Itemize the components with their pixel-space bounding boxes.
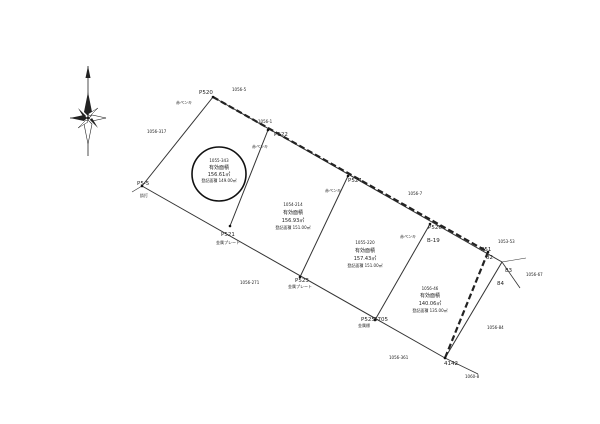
compass-rose-icon bbox=[70, 66, 107, 156]
point-label: P523 bbox=[295, 278, 309, 284]
point-label: 84 bbox=[497, 281, 504, 287]
neighbor-parcel: 1060-8 bbox=[465, 374, 480, 379]
neighbor-parcel: 1056-7 bbox=[408, 191, 423, 196]
lot-parcel-no: 1054-214 bbox=[283, 202, 303, 207]
lot-area: 156.61㎡ bbox=[208, 171, 231, 178]
point-label: B-19 bbox=[427, 238, 440, 244]
point-label: P525 bbox=[361, 317, 375, 323]
lot-1: 1055-343 有効面積 156.61㎡ 登記面積 149.00㎡ bbox=[201, 158, 236, 183]
lot-type: 有効面積 bbox=[283, 209, 303, 216]
point-label: P524 bbox=[348, 178, 362, 184]
marker-note: 鋲打 bbox=[140, 192, 148, 198]
lot-registered: 登記面積 151.00㎡ bbox=[347, 262, 382, 268]
lot-4: 1056-46 有効面積 140.06㎡ 登記面積 135.00㎡ bbox=[412, 286, 447, 313]
lot-parcel-no: 1055-220 bbox=[355, 240, 375, 245]
point-label: P526 bbox=[428, 225, 442, 231]
lot-type: 有効面積 bbox=[420, 292, 440, 299]
marker-note: 赤ペンキ bbox=[176, 99, 192, 105]
point-label: P5-5 bbox=[137, 181, 150, 187]
lot-3: 1055-220 有効面積 157.43㎡ 登記面積 151.00㎡ bbox=[347, 240, 382, 268]
neighbor-parcel: 1056-67 bbox=[526, 272, 543, 277]
neighbor-parcel: 1056-271 bbox=[240, 280, 260, 285]
lot-area: 157.43㎡ bbox=[354, 255, 377, 262]
point-label: 83 bbox=[505, 268, 512, 274]
lot-parcel-no: 1055-343 bbox=[209, 158, 229, 163]
marker-note: 赤ペンキ bbox=[325, 187, 341, 193]
marker-note: 金属プレート bbox=[216, 239, 240, 245]
point-label: P521 bbox=[221, 232, 235, 238]
point-label: 4142 bbox=[444, 361, 458, 367]
lot-registered: 登記面積 149.00㎡ bbox=[201, 177, 236, 183]
neighbor-parcel: 1056-317 bbox=[147, 129, 167, 134]
highlight-circle bbox=[191, 146, 247, 202]
marker-note: 赤ペンキ bbox=[252, 143, 268, 149]
parcel-boundary bbox=[131, 96, 527, 375]
point-label: P520 bbox=[199, 90, 213, 96]
neighbor-parcel: 1056-5 bbox=[232, 87, 247, 92]
neighbor-parcel: 1056-1 bbox=[258, 119, 273, 124]
marker-note: 金属プレート bbox=[288, 283, 312, 289]
lot-area: 156.93㎡ bbox=[282, 217, 305, 224]
lot-registered: 登記面積 151.00㎡ bbox=[275, 224, 310, 230]
point-label: P522 bbox=[274, 132, 288, 138]
stake-id: 5705 bbox=[374, 317, 388, 323]
neighbor-parcel: 1056-84 bbox=[487, 325, 504, 330]
lot-2: 1054-214 有効面積 156.93㎡ 登記面積 151.00㎡ bbox=[275, 202, 310, 230]
marker-note: 赤ペンキ bbox=[400, 233, 416, 239]
lot-registered: 登記面積 135.00㎡ bbox=[412, 307, 447, 313]
marker-note: 金属標 bbox=[358, 322, 370, 328]
neighbor-parcel: 1056-361 bbox=[389, 355, 409, 360]
lot-type: 有効面積 bbox=[355, 247, 375, 254]
survey-points bbox=[140, 95, 490, 360]
lot-dividers bbox=[229, 129, 431, 321]
neighbor-parcel: 1053-53 bbox=[498, 239, 515, 244]
point-label: P51 bbox=[481, 247, 491, 253]
lot-type: 有効面積 bbox=[209, 164, 229, 171]
lot-area: 140.06㎡ bbox=[419, 300, 442, 307]
lot-parcel-no: 1056-46 bbox=[422, 286, 439, 291]
point-label: 82 bbox=[486, 255, 493, 261]
